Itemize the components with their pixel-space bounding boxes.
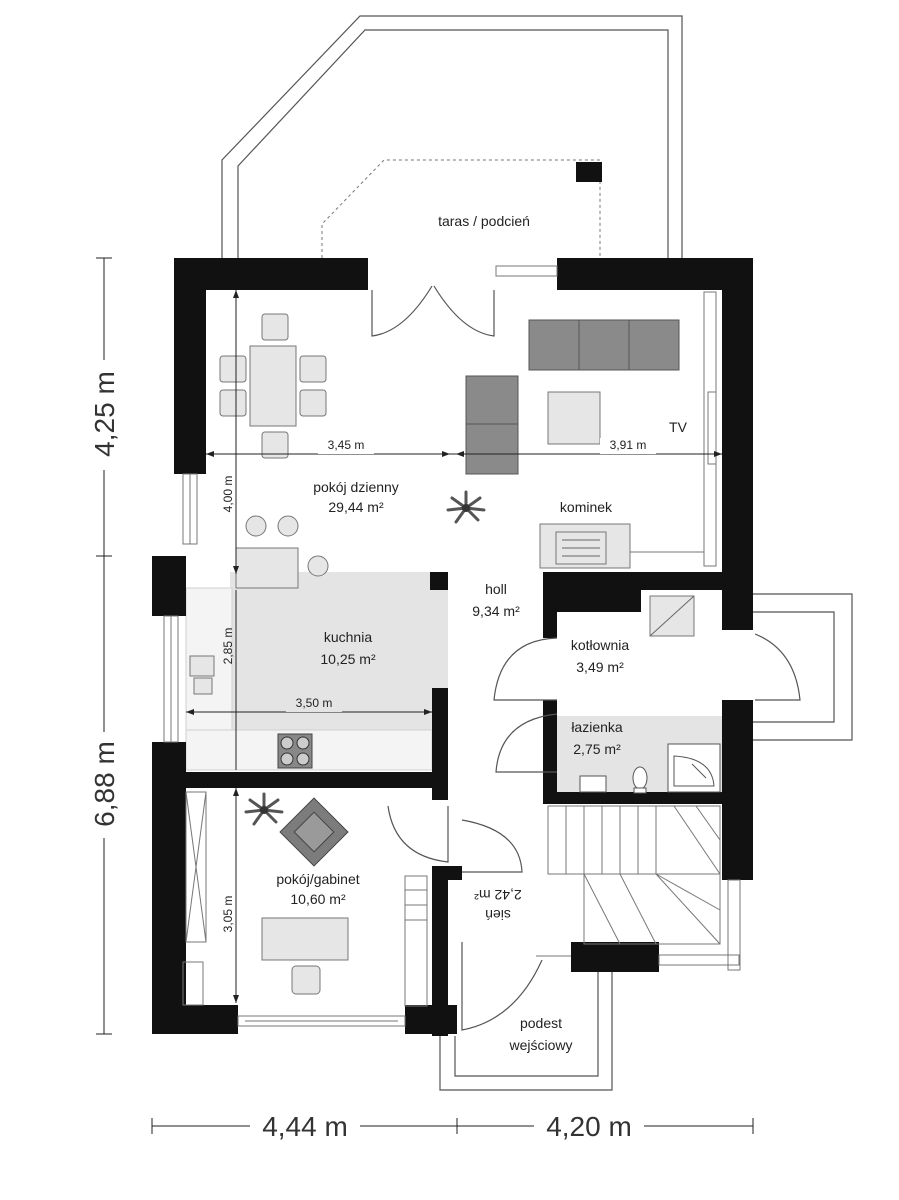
bathroom-area: 2,75 m²	[573, 741, 621, 757]
terrace-label: taras / podcień	[438, 213, 530, 229]
kitchen-island	[235, 547, 299, 589]
living-room-area: 29,44 m²	[328, 499, 384, 515]
sink	[189, 655, 215, 695]
dim-label-bg	[600, 438, 656, 454]
boiler-unit	[649, 595, 695, 637]
dim-living-height: 4,00 m	[221, 476, 235, 513]
porch-outlines	[439, 593, 853, 1091]
coffee-table	[547, 391, 601, 445]
plant-icon	[446, 490, 486, 524]
dim-label-bg	[286, 696, 342, 712]
porch-label-line1: podest	[520, 1015, 562, 1031]
dim-outer-right: 4,20 m	[546, 1111, 632, 1142]
dim-office-height: 3,05 m	[221, 896, 235, 933]
hall-area: 9,34 m²	[472, 603, 520, 619]
sofa-icon	[465, 319, 680, 475]
windows	[163, 265, 741, 1027]
inner-dimension-lines	[186, 290, 722, 1003]
vestibule-name: sień	[485, 907, 511, 923]
desk	[261, 917, 349, 961]
dim-kitchen-height: 2,85 m	[221, 628, 235, 665]
dim-living-left: 3,45 m	[328, 438, 365, 452]
dim-outer-left: 4,44 m	[262, 1111, 348, 1142]
dim-label-bg	[250, 1108, 360, 1144]
tv-label: TV	[669, 419, 688, 435]
walls	[152, 258, 753, 1036]
vestibule-area: 2,42 m²	[474, 887, 522, 903]
dining-set	[219, 313, 327, 459]
wardrobe	[185, 791, 207, 943]
doors	[371, 285, 801, 1031]
shower-icon	[667, 743, 721, 793]
kitchen-name: kuchnia	[324, 629, 372, 645]
stove-icon	[277, 733, 313, 769]
kitchen-area: 10,25 m²	[320, 651, 376, 667]
desk-chair	[291, 965, 321, 995]
hall-name: holl	[485, 581, 507, 597]
dim-outer-bottom: 6,88 m	[89, 741, 120, 827]
living-room-name: pokój dzienny	[313, 479, 399, 495]
dim-kitchen-width: 3,50 m	[296, 696, 333, 710]
toilet-icon	[632, 766, 648, 794]
boiler-room-area: 3,49 m²	[576, 659, 624, 675]
dim-label-bg	[86, 360, 122, 470]
porch-label-line2: wejściowy	[508, 1037, 572, 1053]
dim-label-bg	[534, 1108, 644, 1144]
washbasin	[579, 775, 607, 793]
dim-label-bg	[86, 732, 122, 838]
office-area: 10,60 m²	[290, 891, 346, 907]
fireplace-label: kominek	[560, 499, 613, 515]
plant-icon	[244, 792, 284, 826]
dim-living-right: 3,91 m	[610, 438, 647, 452]
dim-label-bg	[318, 438, 374, 454]
office-name: pokój/gabinet	[276, 871, 359, 887]
boiler-room-name: kotłownia	[571, 637, 630, 653]
bar-stools	[245, 515, 329, 577]
stairs	[547, 805, 721, 945]
dim-outer-top: 4,25 m	[89, 371, 120, 457]
fireplace	[539, 523, 631, 569]
armchair-icon	[279, 797, 349, 867]
bathroom-name: łazienka	[571, 719, 623, 735]
terrace-outline	[221, 15, 683, 258]
